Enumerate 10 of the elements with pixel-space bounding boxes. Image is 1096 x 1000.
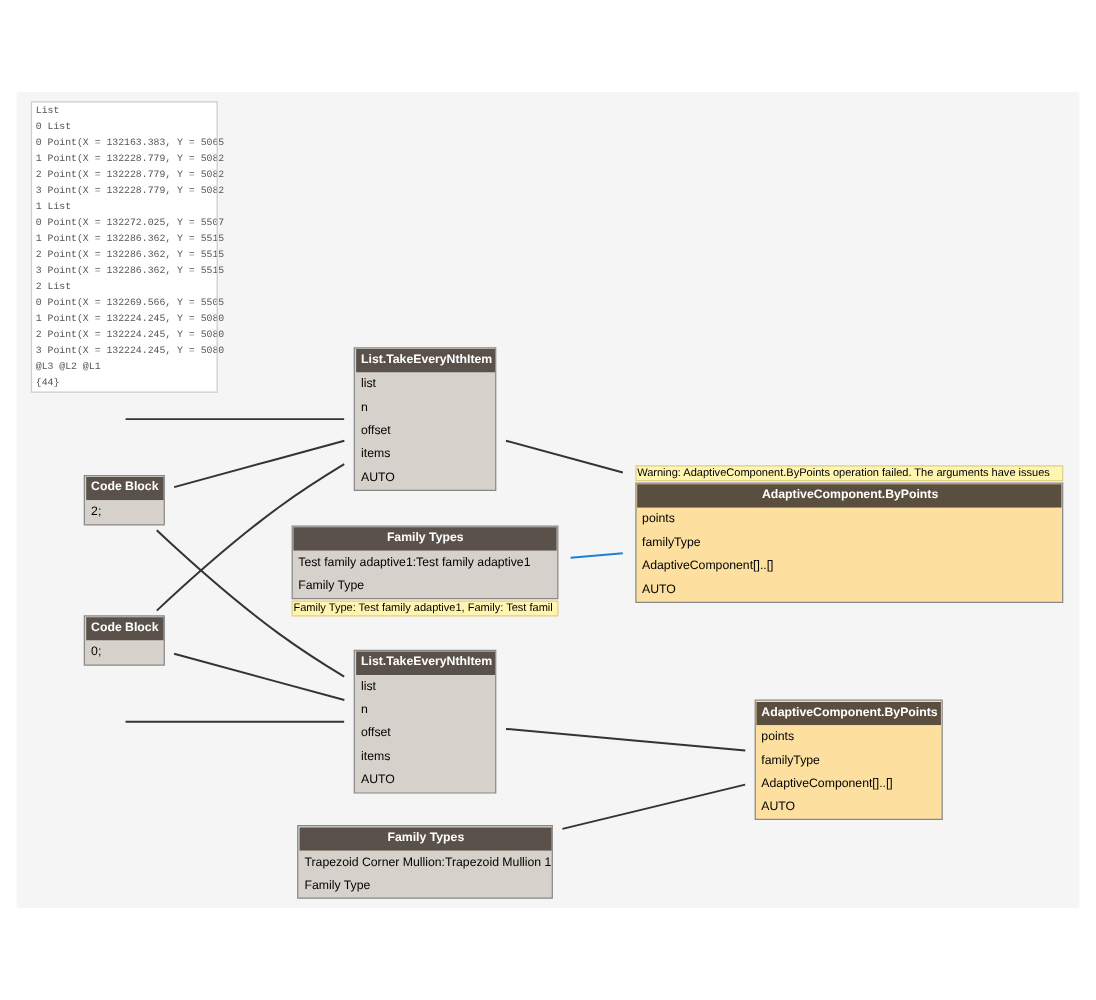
connector [504, 727, 747, 752]
connector [561, 783, 747, 830]
connector [124, 418, 346, 421]
connector [173, 652, 346, 702]
connector [124, 720, 346, 723]
connector [569, 552, 624, 559]
connector [173, 439, 346, 489]
connector [155, 463, 346, 612]
connector [504, 439, 624, 474]
connector [155, 529, 346, 678]
